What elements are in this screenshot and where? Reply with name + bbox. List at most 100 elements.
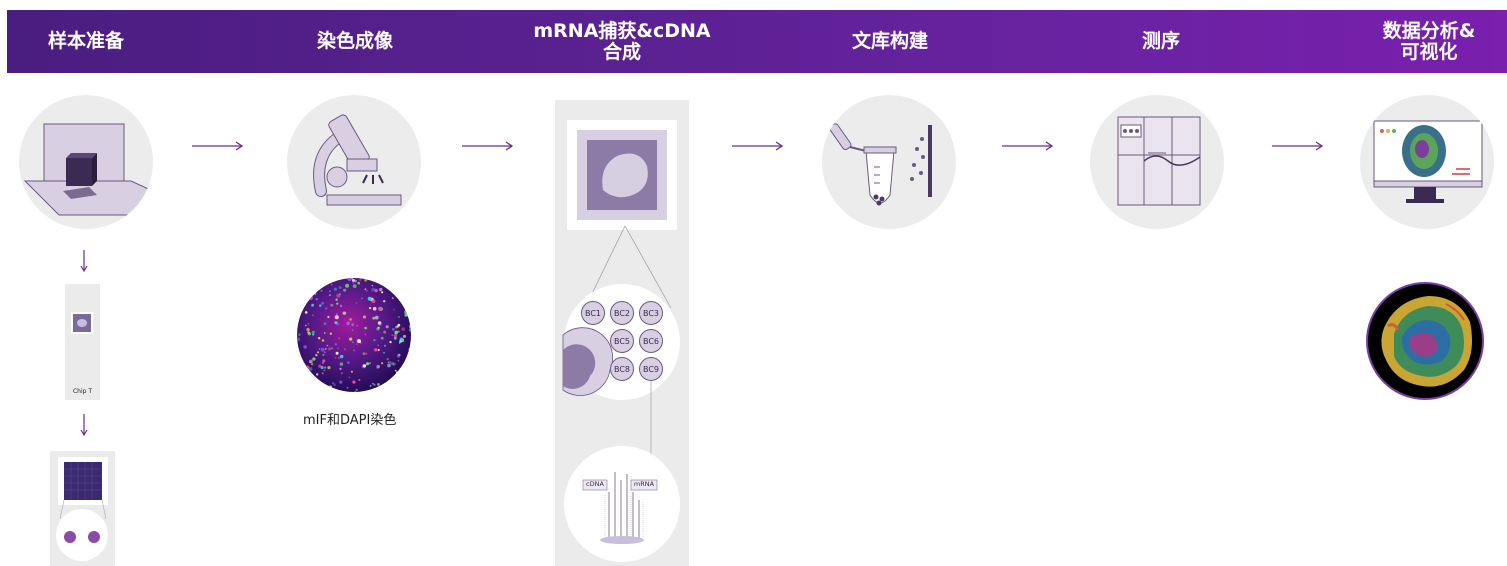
- tissue-speckle: [325, 307, 328, 310]
- tissue-speckle: [387, 361, 390, 364]
- tissue-speckle: [403, 334, 406, 338]
- tissue-speckle: [356, 325, 359, 327]
- tissue-speckle: [383, 351, 385, 354]
- tissue-speckle: [396, 354, 401, 358]
- tissue-speckle: [335, 298, 338, 301]
- step-title-data-analysis: 数据分析& 可视化: [1382, 19, 1476, 63]
- tissue-speckle: [316, 373, 319, 376]
- tissue-speckle: [399, 337, 404, 342]
- arrow-right-icon: [192, 141, 244, 151]
- tissue-speckle: [362, 352, 366, 356]
- tissue-speckle: [314, 280, 319, 285]
- tissue-speckle: [323, 351, 326, 354]
- tissue-speckle: [321, 301, 324, 305]
- tissue-speckle: [313, 278, 317, 279]
- tissue-speckle: [355, 343, 358, 346]
- tissue-speckle: [298, 333, 301, 336]
- chip-label: Chip T: [72, 388, 93, 395]
- tissue-speckle: [349, 337, 353, 341]
- tissue-speckle: [391, 362, 395, 366]
- tissue-speckle: [396, 295, 399, 298]
- tissue-speckle: [406, 278, 410, 280]
- tissue-speckle: [328, 385, 332, 389]
- tissue-speckle: [376, 278, 380, 280]
- barcode-bubble: BC3: [639, 301, 663, 325]
- tissue-speckle: [305, 365, 310, 370]
- arrow-right-icon: [462, 141, 514, 151]
- tissue-speckle: [347, 361, 350, 364]
- tissue-speckle: [393, 308, 395, 311]
- tissue-speckle: [343, 348, 347, 351]
- tissue-speckle: [402, 279, 406, 283]
- tissue-speckle: [350, 278, 353, 280]
- barcode-bubble: BC2: [610, 301, 634, 325]
- arrow-right-icon: [1272, 141, 1324, 151]
- tissue-speckle: [359, 278, 362, 281]
- tissue-speckle: [318, 364, 322, 368]
- tissue-speckle: [371, 278, 373, 279]
- tissue-speckle: [308, 367, 313, 371]
- step-title-sequencing: 测序: [1141, 30, 1180, 52]
- tissue-speckle: [378, 306, 383, 311]
- tissue-speckle: [337, 347, 339, 350]
- tissue-speckle: [395, 325, 398, 329]
- tissue-speckle: [330, 283, 333, 286]
- tissue-speckle: [362, 364, 366, 368]
- tissue-speckle: [384, 387, 388, 391]
- tissue-speckle: [371, 287, 376, 292]
- tissue-speckle: [305, 281, 308, 284]
- tissue-speckle: [397, 359, 400, 362]
- tissue-speckle: [343, 288, 347, 292]
- tissue-speckle: [353, 349, 356, 352]
- tissue-speckle: [334, 357, 337, 359]
- tissue-speckle: [351, 329, 354, 331]
- tissue-speckle: [401, 295, 404, 298]
- tissue-speckle: [336, 302, 339, 305]
- tissue-speckle: [313, 286, 317, 290]
- tissue-speckle: [329, 290, 331, 293]
- tissue-speckle: [334, 315, 339, 320]
- library-tube-icon: [822, 95, 956, 229]
- tissue-speckle: [326, 387, 329, 390]
- tissue-speckle: [395, 371, 399, 374]
- tissue-speckle: [304, 283, 307, 286]
- tissue-speckle: [307, 278, 310, 280]
- tissue-speckle: [330, 303, 334, 307]
- tissue-speckle: [314, 293, 317, 296]
- tissue-speckle: [308, 278, 313, 281]
- tissue-speckle: [312, 290, 317, 295]
- barcode-bubble: BC6: [639, 329, 663, 353]
- microscope-icon: [287, 95, 421, 229]
- tissue-speckle: [321, 339, 325, 342]
- tissue-speckle: [368, 306, 372, 310]
- tissue-speckle: [397, 315, 401, 319]
- tissue-speckle: [385, 382, 387, 385]
- tissue-speckle: [336, 293, 341, 298]
- tissue-speckle: [393, 333, 398, 338]
- tissue-speckle: [380, 336, 384, 340]
- tissue-speckle: [409, 352, 411, 355]
- tissue-speckle: [376, 366, 379, 369]
- tissue-speckle: [312, 388, 314, 391]
- tissue-speckle: [377, 344, 379, 347]
- tissue-speckle: [385, 325, 389, 329]
- tissue-speckle: [323, 332, 326, 334]
- sequencer-icon: [1090, 95, 1224, 229]
- tissue-speckle: [311, 295, 314, 297]
- tissue-speckle: [361, 297, 363, 300]
- tissue-speckle: [411, 278, 412, 280]
- tissue-speckle: [354, 279, 357, 283]
- tissue-speckle: [320, 347, 325, 352]
- tissue-speckle: [372, 306, 377, 311]
- tissue-speckle: [364, 333, 367, 336]
- tissue-speckle: [368, 362, 371, 365]
- spatial-result-image: [1366, 282, 1484, 400]
- tissue-speckle: [322, 353, 325, 356]
- tissue-speckle: [346, 278, 349, 280]
- tissue-speckle: [404, 293, 407, 296]
- tissue-speckle: [393, 336, 397, 340]
- tissue-speckle: [406, 287, 409, 291]
- process-banner: [7, 10, 1507, 73]
- tissue-speckle: [334, 343, 338, 346]
- chip-slide: [65, 284, 100, 400]
